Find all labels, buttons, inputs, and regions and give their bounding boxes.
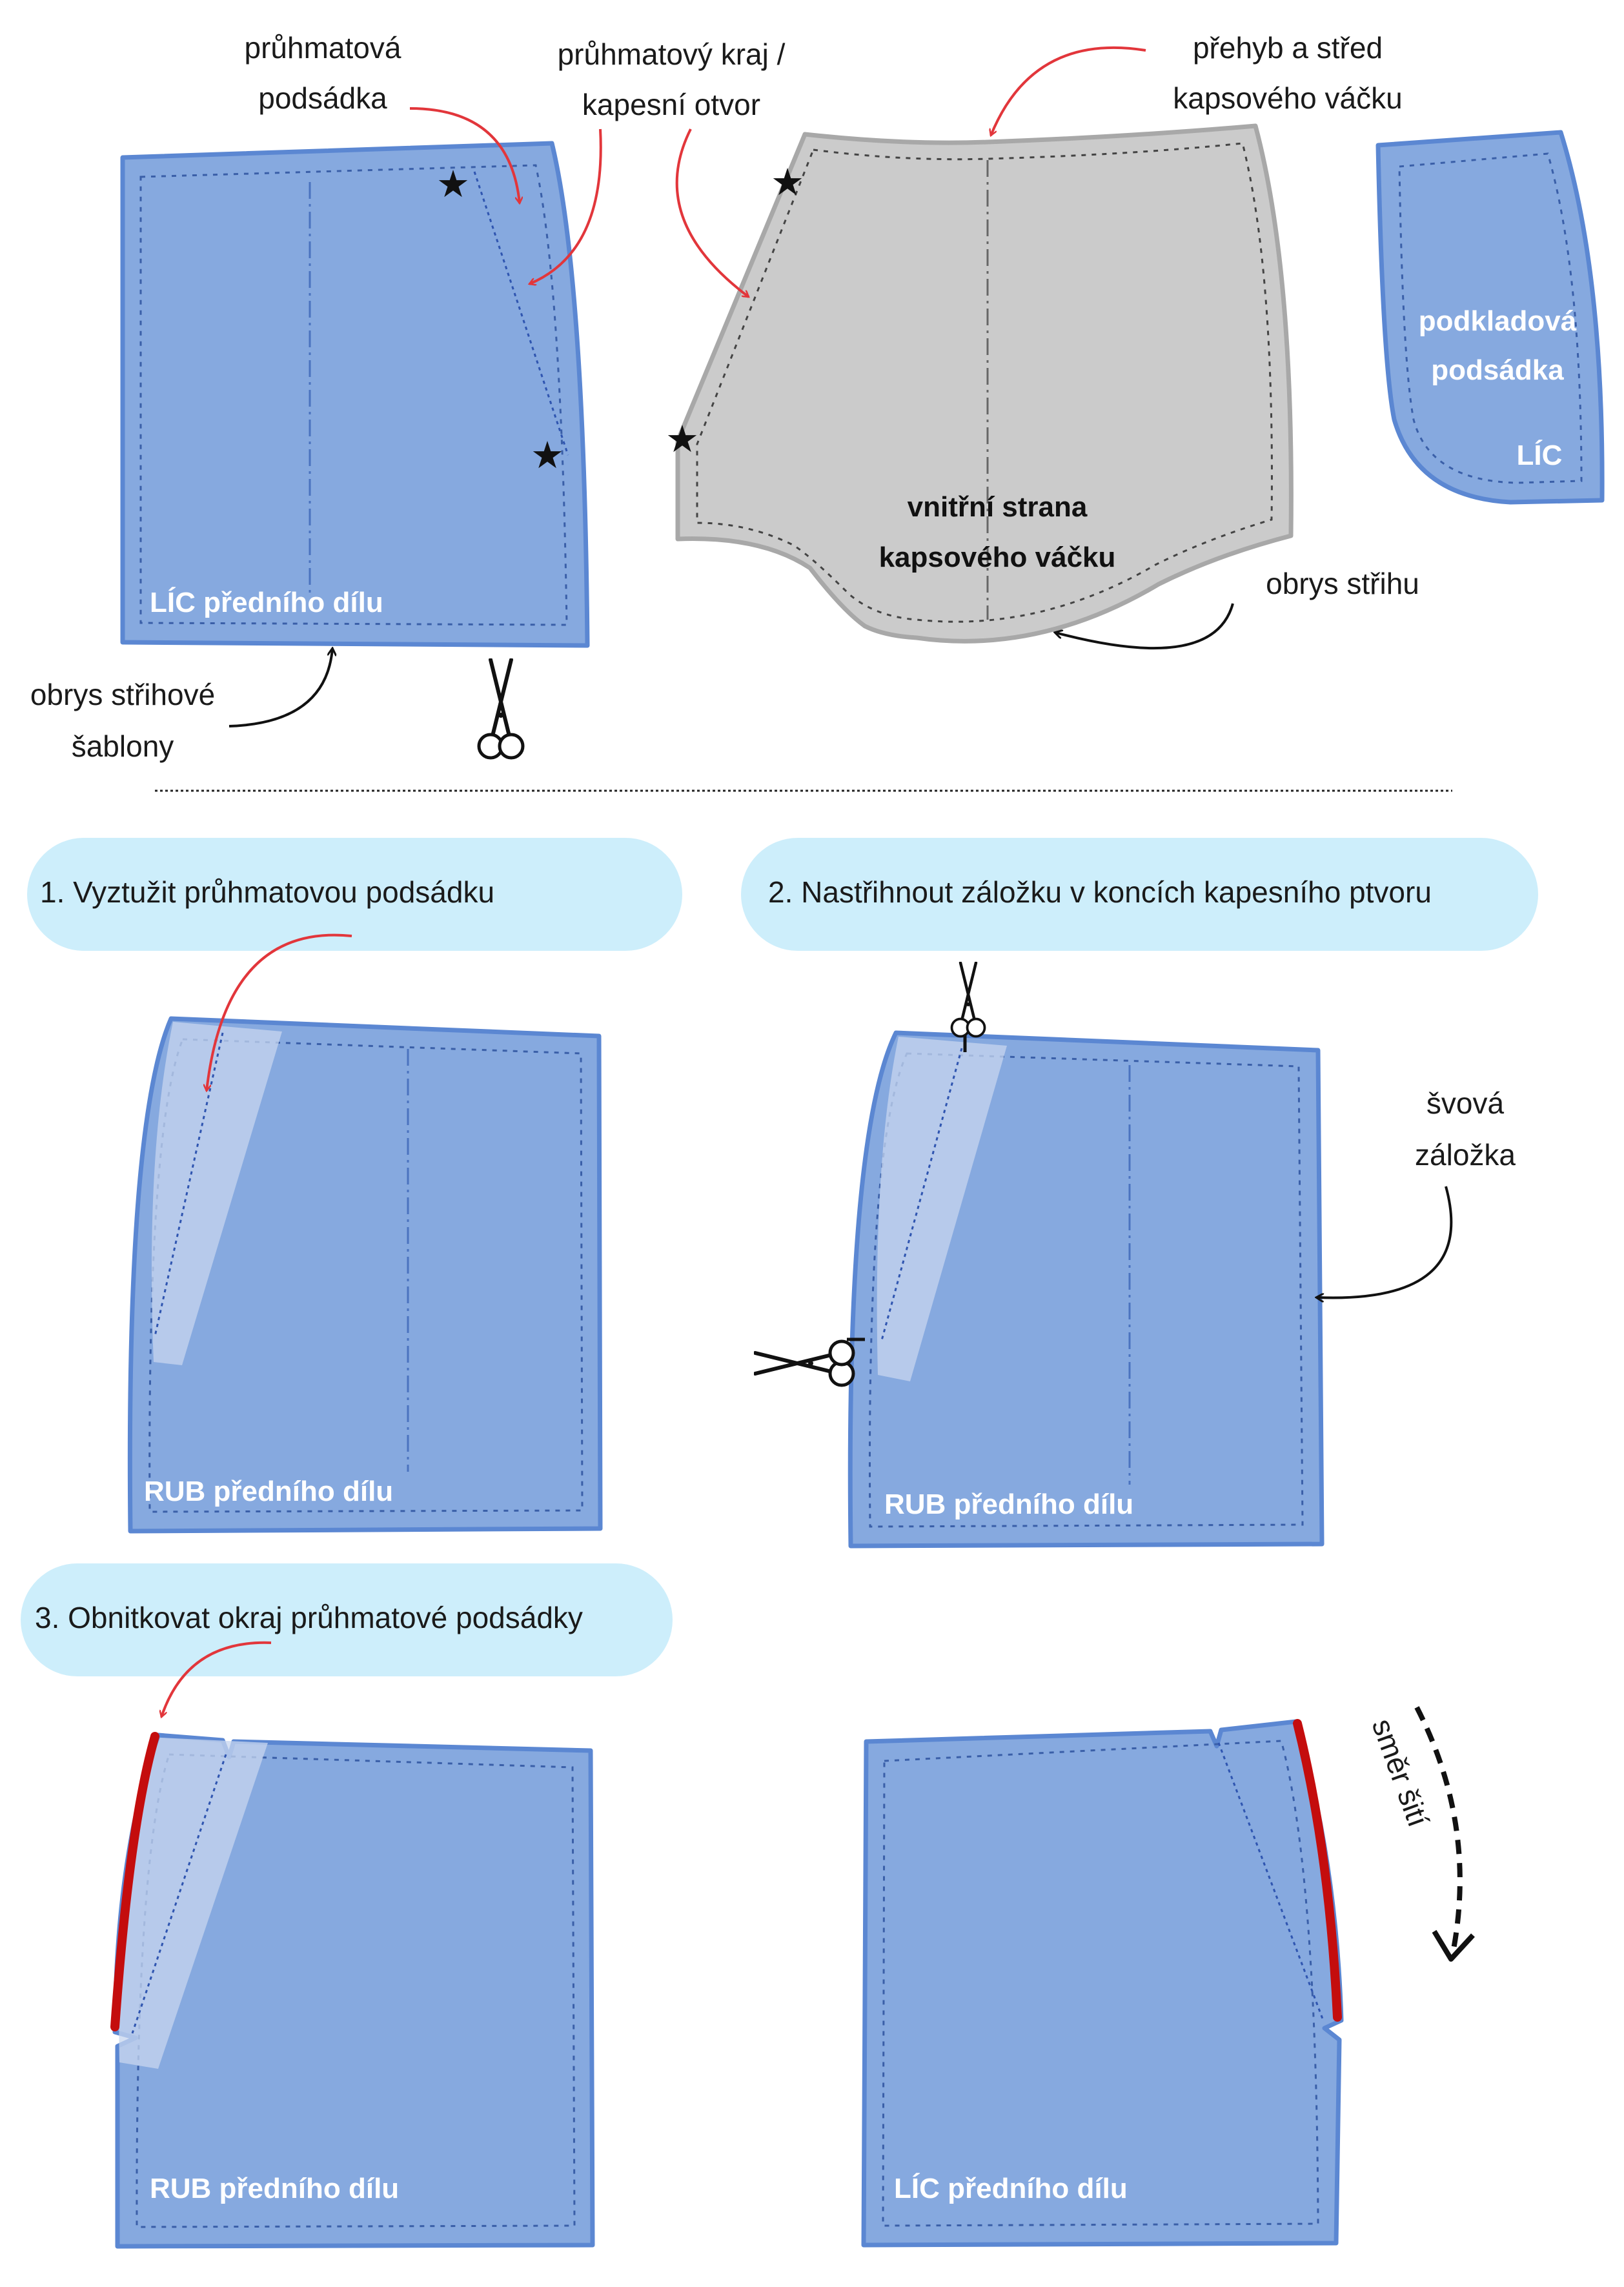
pocket-bag: vnitřní strana kapsového váčku (675, 123, 1294, 644)
scissors-icon (479, 660, 523, 758)
arrow-icon (161, 1641, 272, 1717)
step-1-piece-label: RUB předního dílu (144, 1476, 393, 1507)
arrow-icon (675, 128, 749, 298)
pocket-bag-label-line2: kapsového váčku (879, 542, 1116, 573)
label-armhole-facing-line1: průhmatová (245, 31, 401, 65)
arrow-icon (529, 128, 602, 284)
step-3-right-piece-label: LÍC předního dílu (894, 2172, 1128, 2204)
label-template-outline-line2: šablony (72, 729, 174, 763)
step-1-front-piece-wrong-side: RUB předního dílu (127, 1016, 603, 1534)
step-3-front-piece-wrong-side: RUB předního dílu (112, 1733, 595, 2249)
label-fold-center-line1: přehyb a střed (1193, 31, 1383, 65)
sewing-direction-arrow (1414, 1706, 1463, 1957)
arrow-icon (207, 933, 352, 1091)
step-2-pocket-line (880, 1048, 963, 1343)
step-3-bubble: 3. Obnitkovat okraj průhmatové podsádky (21, 1563, 673, 1676)
step-1-piece-shape (127, 1016, 603, 1534)
label-fold-center-line2: kapsového váčku (1173, 81, 1402, 115)
arrow-icon (228, 649, 332, 727)
step-1-pocket-line (154, 1032, 224, 1337)
step-3-right-piece-shape (861, 1719, 1344, 2248)
step-2-front-piece-wrong-side: RUB předního dílu (848, 1030, 1325, 1549)
step-3-right-seam (882, 1740, 1319, 2227)
arrow-icon (1055, 603, 1234, 650)
underlay-facing-seam (1398, 152, 1583, 484)
underlay-facing-piece: podkladová podsádka LÍC (1375, 130, 1605, 505)
star-icon: ★ (665, 417, 699, 461)
step-2-piece-label: RUB předního dílu (884, 1489, 1133, 1520)
underlay-facing-label-line2: podsádka (1431, 354, 1564, 386)
underlay-facing-shape (1375, 130, 1605, 505)
step-1-interfaced-facing (151, 1022, 282, 1365)
step-3-front-piece-right-side: LÍC předního dílu (861, 1719, 1344, 2248)
step-2-label: 2. Nastřihnout záložku v koncích kapesní… (768, 875, 1432, 909)
step-2-bubble: 2. Nastřihnout záložku v koncích kapesní… (741, 838, 1538, 951)
label-sewing-direction: směr šití (1366, 1714, 1436, 1831)
scissors-icon (755, 1341, 853, 1385)
front-piece-shape (120, 141, 590, 648)
arrow-icon (991, 46, 1146, 136)
step-3-bubble-background (21, 1563, 673, 1676)
step-1-label: 1. Vyztužit průhmatovou podsádku (40, 875, 494, 909)
label-armhole-facing-line2: podsádka (258, 81, 387, 115)
step-3-left-piece-label: RUB předního dílu (150, 2173, 399, 2204)
arrow-icon (1317, 1186, 1453, 1298)
front-piece-right-side: LÍC předního dílu (120, 141, 590, 648)
step-1-bubble-background (27, 838, 682, 951)
star-icon: ★ (771, 160, 804, 204)
seam-allowance-outline (139, 164, 568, 626)
step-3-label: 3. Obnitkovat okraj průhmatové podsádky (35, 1601, 583, 1634)
label-armhole-edge-line1: průhmatový kraj / (558, 37, 786, 71)
step-2-seam (868, 1052, 1304, 1528)
scissors-icon (952, 963, 985, 1037)
step-3-left-interfaced-facing (119, 1738, 268, 2069)
step-1-bubble: 1. Vyztužit průhmatovou podsádku (27, 838, 682, 951)
arrow-icon (409, 107, 520, 203)
star-icon: ★ (436, 162, 470, 206)
arrow-icon (1432, 1929, 1475, 1962)
label-pattern-outline: obrys střihu (1266, 567, 1419, 600)
step-2-bubble-background (741, 838, 1538, 951)
underlay-facing-side-label: LÍC (1517, 439, 1563, 471)
step-2-interfaced-facing (877, 1037, 1007, 1381)
label-template-outline-line1: obrys střihové (30, 678, 215, 711)
label-armhole-edge-line2: kapesní otvor (582, 88, 760, 121)
underlay-facing-label-line1: podkladová (1419, 305, 1577, 337)
star-icon: ★ (531, 433, 564, 477)
overlocked-edge (1293, 1719, 1342, 2022)
label-seam-allowance-line1: švová (1426, 1086, 1505, 1120)
pocket-bag-label-line1: vnitřní strana (908, 491, 1088, 523)
pocket-bag-shape (675, 123, 1294, 644)
front-piece-label: LÍC předního dílu (150, 586, 383, 618)
overlocked-edge (110, 1732, 159, 2031)
pocket-opening-line (473, 171, 569, 456)
pocket-bag-seam (696, 142, 1273, 623)
label-seam-allowance-line2: záložka (1415, 1138, 1516, 1172)
